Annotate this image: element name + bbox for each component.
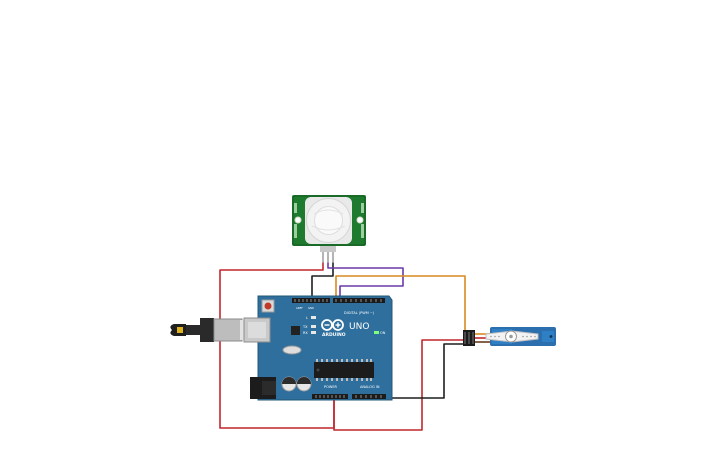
label-on: ON bbox=[380, 331, 386, 335]
digital-pin-holes bbox=[294, 299, 382, 302]
arduino-model: UNO bbox=[349, 322, 369, 332]
pir-sensor[interactable] bbox=[292, 195, 366, 263]
pir-mount-hole-left bbox=[294, 216, 302, 224]
power-header[interactable] bbox=[312, 394, 348, 399]
digital-label: DIGITAL (PWM ~) bbox=[344, 311, 375, 315]
atmega-chip bbox=[314, 359, 374, 381]
pir-pin-header bbox=[320, 246, 336, 252]
power-label: POWER bbox=[324, 385, 338, 389]
crystal-oscillator bbox=[282, 345, 302, 355]
label-gnd: GND bbox=[308, 306, 314, 310]
digital-header-right[interactable] bbox=[333, 298, 385, 303]
arduino-uno[interactable]: L TX RX ARDUINO UNO ON bbox=[243, 295, 393, 401]
wire-purple-pir-signal[interactable] bbox=[327, 262, 404, 298]
wire-black-pir-gnd[interactable] bbox=[311, 262, 334, 298]
label-rx: RX bbox=[303, 331, 308, 335]
arduino-logo bbox=[321, 319, 344, 331]
usb-cable-body bbox=[186, 325, 200, 335]
usb-plug bbox=[213, 318, 243, 342]
pir-mount-hole-right bbox=[356, 216, 364, 224]
led-tx bbox=[311, 325, 316, 328]
analog-label: ANALOG IN bbox=[360, 385, 380, 389]
analog-header[interactable] bbox=[352, 394, 386, 399]
usb-cable[interactable] bbox=[170, 318, 244, 342]
usb-connector-housing bbox=[200, 318, 214, 342]
usb-interface-chip bbox=[291, 326, 300, 335]
bottom-pin-holes bbox=[315, 395, 382, 398]
label-aref: AREF bbox=[296, 306, 303, 310]
wire-red-servo-vcc[interactable] bbox=[333, 339, 465, 431]
led-rx bbox=[311, 331, 316, 334]
led-l bbox=[311, 316, 316, 319]
wires bbox=[219, 262, 466, 431]
servo-motor[interactable] bbox=[463, 327, 556, 346]
wire-black-servo-gnd[interactable] bbox=[346, 343, 465, 399]
led-on bbox=[374, 331, 379, 334]
arduino-brand: ARDUINO bbox=[322, 332, 346, 338]
wire-orange-servo-signal[interactable] bbox=[335, 275, 466, 332]
label-tx: TX bbox=[302, 325, 308, 329]
pir-side-labels bbox=[294, 203, 364, 238]
label-l: L bbox=[306, 316, 308, 320]
